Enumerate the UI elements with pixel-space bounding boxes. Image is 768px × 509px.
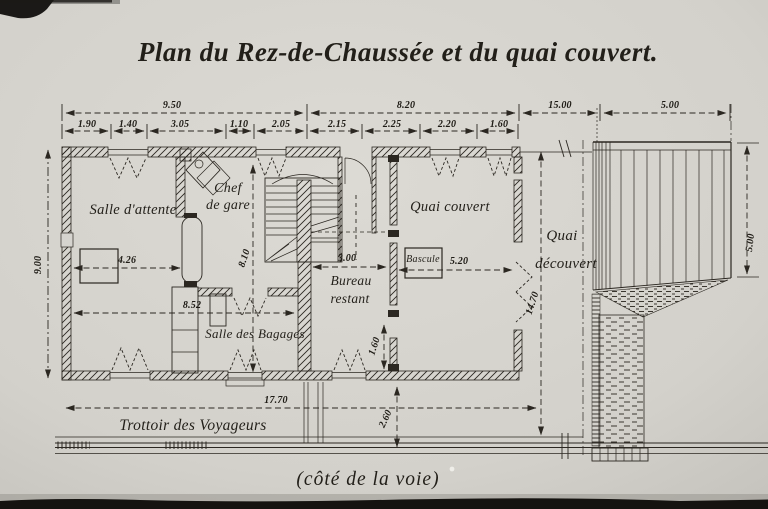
- dim-5-00-right: 5.00: [744, 233, 757, 253]
- stair-winders: [265, 236, 298, 262]
- stove-flue: [179, 148, 192, 162]
- canopy-roof-lines: [592, 142, 725, 290]
- label-quai-decouvert-2: découvert: [535, 256, 597, 272]
- dim-2-25: 2.25: [382, 119, 401, 130]
- entrance-door-swing: [344, 157, 372, 185]
- quai-wall-tick-column: [591, 293, 601, 447]
- label-salle-attente: Salle d'attente: [90, 202, 177, 218]
- break-marks: [558, 139, 572, 158]
- window-zigzag-icon: [109, 156, 147, 180]
- dim-2-05: 2.05: [271, 119, 290, 130]
- dim-5-20: 5.20: [450, 256, 468, 267]
- stair-handrail-arc: [271, 174, 334, 185]
- interior-dimensions: 4.26 8.52 3.00 5.20 8.10 1.60 9.00 14.70: [33, 149, 544, 436]
- dim-1-60-top: 1.60: [490, 119, 508, 130]
- dim-4-26: 4.26: [117, 255, 136, 266]
- dim-8-20: 8.20: [397, 100, 415, 111]
- door-zigzag-icon: [229, 348, 262, 372]
- quai-wall-strip: [598, 314, 645, 449]
- label-quai-decouvert-1: Quai: [546, 228, 577, 244]
- door-zigzag-icon: [111, 346, 149, 372]
- label-bureau-2: restant: [330, 291, 370, 306]
- dim-2-15: 2.15: [327, 119, 346, 130]
- room-labels: Salle d'attente Chef de gare Salle des B…: [90, 181, 598, 434]
- dim-1-60: 1.60: [367, 336, 383, 357]
- central-divider-wall: [297, 261, 312, 372]
- canopy-structure: 5.00: [520, 139, 759, 462]
- dim-5-00-top: 5.00: [661, 100, 679, 111]
- stair-bottom-right: [310, 216, 340, 243]
- dim-3-00: 3.00: [337, 253, 356, 264]
- sleeper-ticks: [163, 441, 208, 449]
- sleeper-ticks: [55, 441, 90, 449]
- stove-icon: [185, 151, 221, 189]
- quai-door-chevrons: [515, 261, 533, 323]
- stove-pipe-circle: [194, 159, 204, 169]
- plan-caption: (côté de la voie): [296, 469, 439, 490]
- door-sills-bottom: [110, 372, 366, 379]
- stair-steps-right: [311, 185, 339, 215]
- dim-1-10: 1.10: [230, 119, 248, 130]
- dim-15-00: 15.00: [548, 100, 572, 111]
- door-zigzag-icon: [333, 348, 366, 372]
- strip-base-cells: [591, 447, 649, 462]
- ramp-hatch-triangle: [594, 279, 729, 318]
- paper-speck: [449, 466, 455, 472]
- label-bascule: Bascule: [406, 254, 440, 265]
- stove-base: [196, 160, 231, 196]
- threshold-step: [225, 379, 265, 387]
- dim-1-90: 1.90: [78, 119, 96, 130]
- dim-8-52: 8.52: [183, 300, 201, 311]
- dim-8-10: 8.10: [237, 248, 253, 269]
- dim-3-05: 3.05: [170, 119, 189, 130]
- row1-ticks: [61, 104, 731, 121]
- track-break-marks: [561, 433, 569, 459]
- plan-title: Plan du Rez-de-Chaussée et du quai couve…: [137, 37, 658, 67]
- label-trottoir: Trottoir des Voyageurs: [119, 417, 266, 434]
- dim-1-40: 1.40: [119, 119, 137, 130]
- label-bagages: Salle des Bagages: [205, 326, 305, 341]
- left-wall-niche: [60, 232, 74, 248]
- label-quai-couvert: Quai couvert: [410, 199, 490, 215]
- dim-2-20: 2.20: [437, 119, 456, 130]
- staircase: [264, 174, 341, 263]
- window-sills-top: [108, 149, 512, 156]
- top-dimension-rows: 9.50 8.20 15.00 5.00 1.90 1.40 3.05 1.10…: [61, 100, 732, 143]
- bascule-box: [404, 247, 443, 279]
- building-walls: [60, 146, 523, 381]
- dim-9-00: 9.00: [33, 256, 44, 274]
- window-zigzag-icon: [431, 156, 460, 178]
- label-bureau-1: Bureau: [330, 273, 371, 288]
- path-edge-lines: [303, 382, 324, 443]
- dim-9-50: 9.50: [163, 100, 181, 111]
- row2-ticks: [61, 124, 519, 139]
- stair-spine-wall: [296, 179, 312, 263]
- label-chef-1: Chef: [214, 181, 243, 196]
- dim-17-70: 17.70: [264, 395, 288, 406]
- trottoir-and-track: 17.70 2.60: [55, 382, 768, 459]
- label-chef-2: de gare: [206, 198, 250, 213]
- window-zigzag-icon: [487, 156, 512, 178]
- window-zigzag-icon: [257, 156, 287, 178]
- stair-steps-left: [266, 185, 297, 236]
